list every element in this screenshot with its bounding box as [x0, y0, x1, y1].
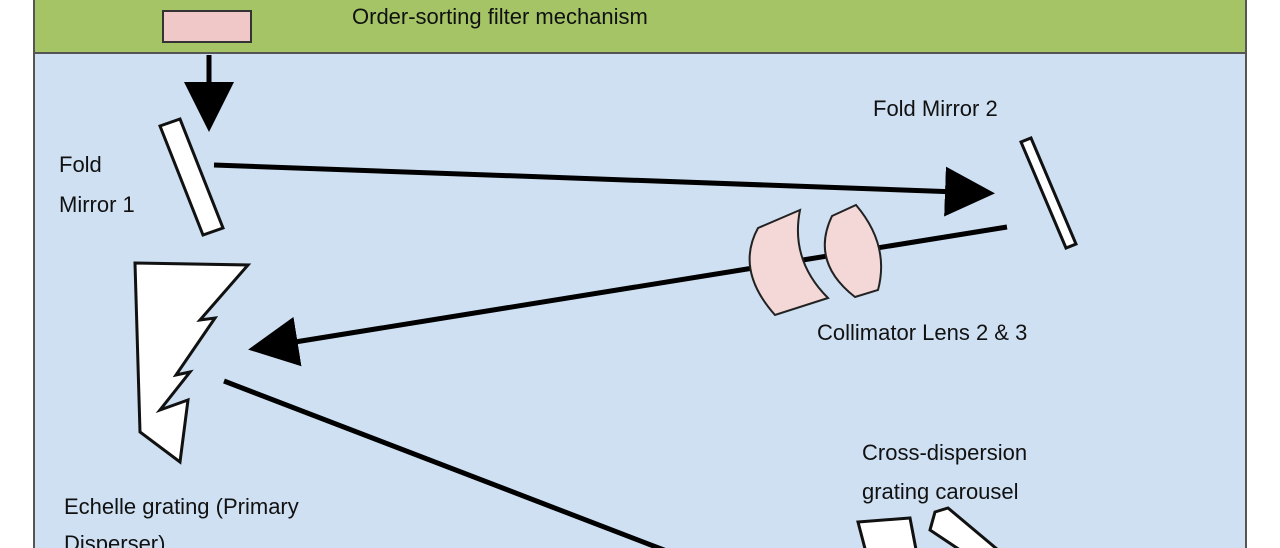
order-sorting-filter — [162, 10, 252, 43]
fold-mirror-2-label: Fold Mirror 2 — [873, 96, 998, 121]
optical-bench — [33, 52, 1247, 548]
echelle-grating-shape — [133, 261, 252, 465]
collimator-lens-3-shape — [823, 203, 883, 299]
collimator-lens-2-shape — [748, 208, 830, 317]
fold-mirror-1-label-line1: Fold — [59, 152, 102, 177]
cross-disperser-grating-a — [856, 516, 918, 548]
echelle-label-line2: Disperser) — [64, 531, 166, 548]
cross-disperser-label-line1: Cross-dispersion — [862, 440, 1028, 465]
fold-mirror-1-label-line2: Mirror 1 — [59, 192, 135, 217]
cross-disperser-label-line2: grating carousel — [862, 479, 1019, 504]
beam-arrow-fold2-to-echelle — [248, 224, 1008, 367]
banner-label: Order-sorting filter mechanism — [352, 4, 648, 29]
echelle-label-line1: Echelle grating (Primary — [64, 494, 299, 519]
fold-mirror-1-shape — [158, 117, 225, 237]
beam-arrow-echelle-to-cross-disperser — [223, 378, 666, 548]
collimator-label: Collimator Lens 2 & 3 — [817, 320, 1028, 345]
fold-mirror-2-shape — [1019, 136, 1078, 250]
beam-arrow-fold1-to-fold2 — [213, 162, 995, 217]
cross-disperser-grating-b — [928, 506, 999, 548]
